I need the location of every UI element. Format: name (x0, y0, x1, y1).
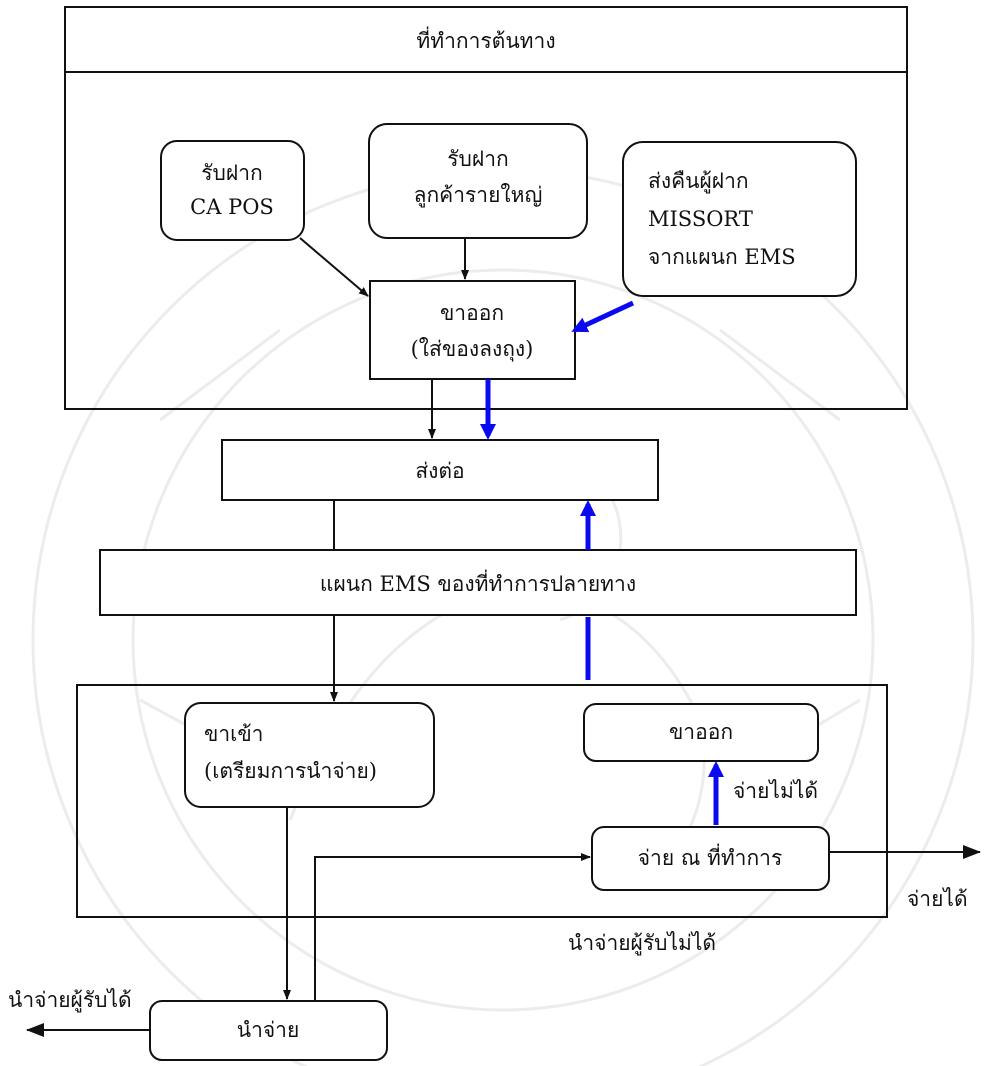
accept-major-customer-node: รับฝาก ลูกค้ารายใหญ่ (368, 123, 588, 239)
svg-text:ขาออก: ขาออก (669, 720, 733, 744)
label-paid: จ่ายได้ (907, 887, 968, 911)
forward-node: ส่งต่อ (221, 439, 659, 501)
svg-text:นำจ่าย: นำจ่าย (237, 1018, 300, 1042)
origin-office-title: ที่ทำการต้นทาง (416, 26, 555, 53)
connectors-return-blue (480, 300, 724, 825)
svg-text:ส่งต่อ: ส่งต่อ (415, 459, 464, 483)
ems-destination-node: แผนก EMS ของที่ทำการปลายทาง (99, 549, 857, 616)
outbound-destination-node: ขาออก (583, 703, 819, 762)
deliver-node: นำจ่าย (149, 1000, 388, 1061)
return-missort-node: ส่งคืนผู้ฝาก MISSORT จากแผนก EMS (622, 141, 857, 297)
label-delivered: นำจ่ายผู้รับได้ (8, 988, 132, 1013)
svg-text:แผนก EMS ของที่ทำการปลายทาง: แผนก EMS ของที่ทำการปลายทาง (320, 569, 636, 596)
arrow-deliver-to-pay-office (314, 853, 591, 1001)
svg-text:MISSORT: MISSORT (648, 207, 753, 231)
svg-text:(ใส่ของลงถุง): (ใส่ของลงถุง) (411, 337, 534, 362)
svg-text:ขาออก: ขาออก (440, 301, 504, 325)
svg-text:ส่งคืนผู้ฝาก: ส่งคืนผู้ฝาก (648, 169, 749, 194)
connectors-black (26, 237, 981, 1037)
svg-text:CA POS: CA POS (190, 195, 274, 219)
inbound-node: ขาเข้า (เตรียมการนำจ่าย) (184, 702, 435, 808)
svg-text:รับฝาก: รับฝาก (447, 147, 508, 171)
pay-at-office-node: จ่าย ณ ที่ทำการ (591, 826, 830, 891)
svg-text:ลูกค้ารายใหญ่: ลูกค้ารายใหญ่ (414, 183, 543, 208)
origin-office-frame: ที่ทำการต้นทาง (64, 6, 908, 410)
label-cannot-deliver: นำจ่ายผู้รับไม่ได้ (568, 931, 716, 956)
destination-office-frame (76, 684, 888, 918)
outbound-origin-node: ขาออก (ใส่ของลงถุง) (369, 280, 576, 380)
svg-text:ขาเข้า: ขาเข้า (204, 722, 263, 746)
arrow-capos-to-outbound (299, 237, 369, 297)
arrow-missort-to-outbound (571, 300, 635, 333)
svg-text:จ่าย ณ ที่ทำการ: จ่าย ณ ที่ทำการ (638, 843, 783, 870)
label-cannot-pay: จ่ายไม่ได้ (733, 779, 818, 803)
svg-text:(เตรียมการนำจ่าย): (เตรียมการนำจ่าย) (204, 759, 377, 783)
accept-capos-node: รับฝาก CA POS (160, 140, 305, 241)
svg-text:จากแผนก EMS: จากแผนก EMS (648, 245, 796, 269)
svg-text:รับฝาก: รับฝาก (201, 161, 262, 185)
